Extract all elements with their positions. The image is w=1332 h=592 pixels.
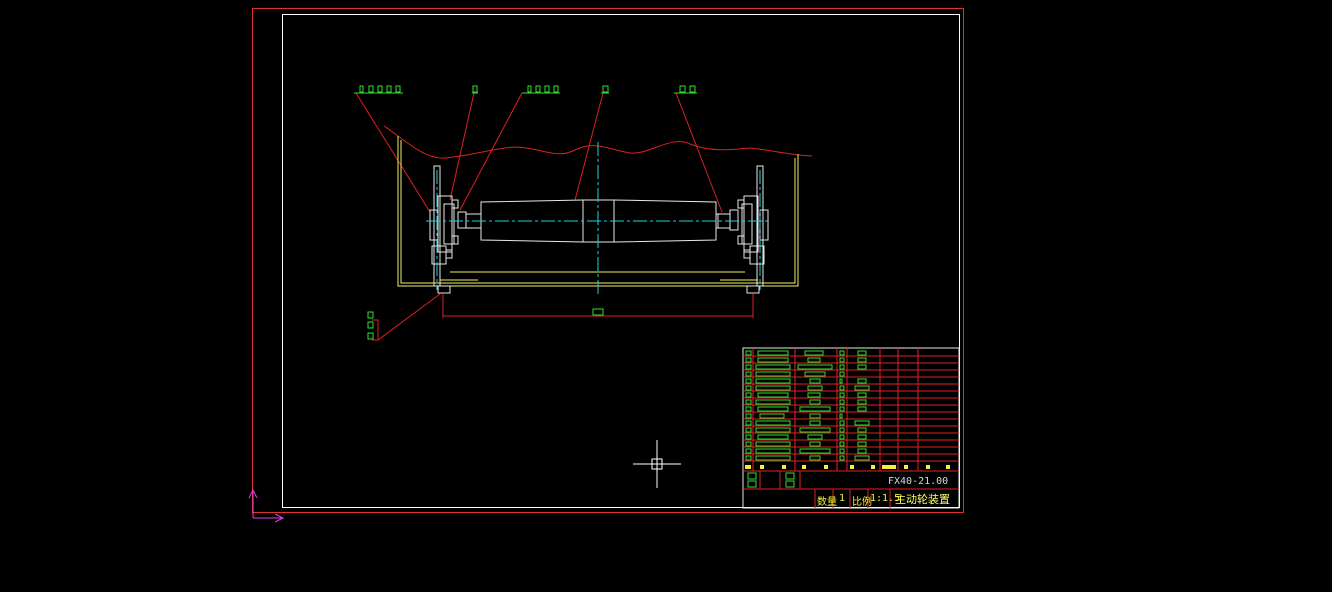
part-number-labels: [354, 85, 697, 340]
outer-drawing-border: [252, 8, 964, 513]
dimension-line: [442, 294, 754, 318]
leader-lines: [355, 92, 723, 341]
quantity-value: 1: [839, 493, 846, 504]
centerlines: [426, 142, 770, 294]
bearing-housings: [429, 165, 769, 294]
break-line: [383, 125, 813, 159]
scale-value: 1:1.5: [870, 493, 901, 504]
inner-drawing-border: [282, 14, 960, 508]
crosshair-cursor-icon: [633, 440, 681, 488]
drive-drum: [466, 199, 730, 243]
parts-list-table: [742, 347, 960, 509]
quantity-label: 数量: [817, 497, 837, 508]
ucs-axis-icon: [248, 488, 285, 523]
scale-label: 比例: [852, 497, 872, 508]
drawing-title: 主动轮装置: [895, 493, 950, 506]
drawing-number: FX40-21.00: [888, 476, 949, 487]
